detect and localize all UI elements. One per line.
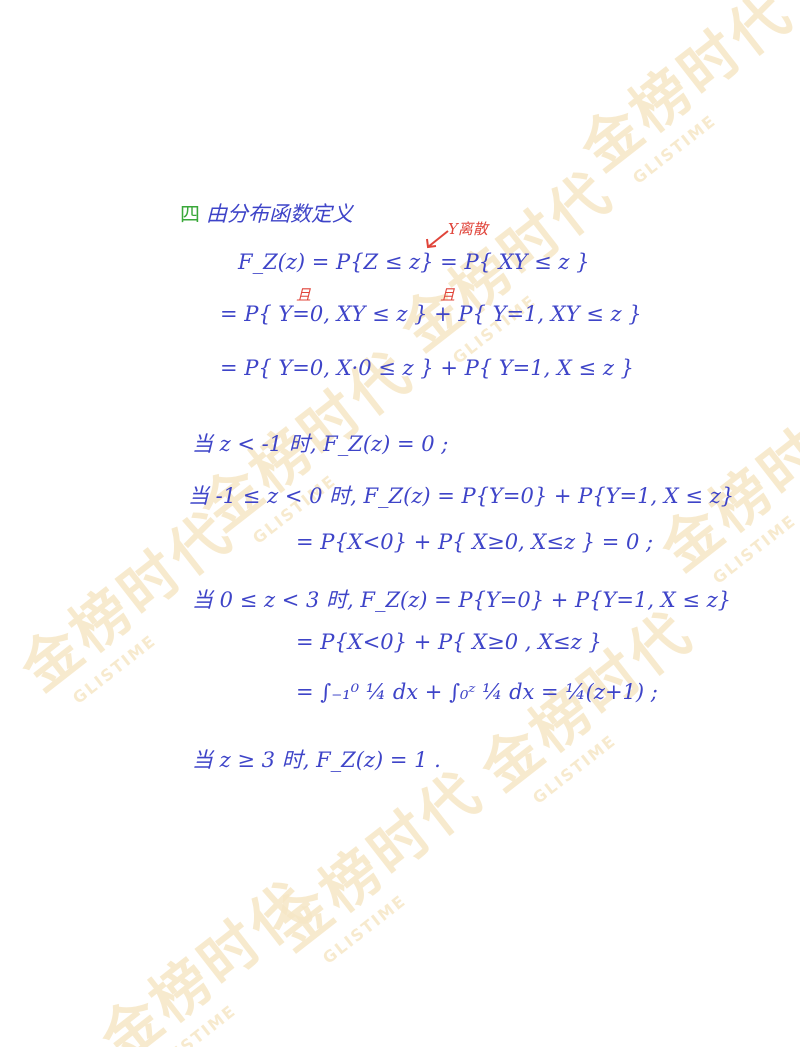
equation-line-2: = P{ Y=0, XY ≤ z } + P{ Y=1, XY ≤ z } (220, 302, 642, 326)
case-3-continued: = P{X<0} + P{ X≥0 , X≤z } (296, 630, 602, 654)
case-2: 当 -1 ≤ z < 0 时, F_Z(z) = P{Y=0} + P{Y=1,… (188, 484, 735, 508)
section-number-icon: 四 (180, 202, 200, 226)
annotation-qie: 且 (296, 286, 312, 304)
annotation-y-discrete: Y离散 (448, 220, 488, 238)
equation-line-1: F_Z(z) = P{Z ≤ z} = P{ XY ≤ z } (238, 250, 590, 274)
case-2-continued: = P{X<0} + P{ X≥0, X≤z } = 0 ; (296, 530, 654, 554)
annotation-arrow-icon (426, 230, 449, 249)
case-1: 当 z < -1 时, F_Z(z) = 0 ; (192, 432, 449, 456)
equation-line-3: = P{ Y=0, X·0 ≤ z } + P{ Y=1, X ≤ z } (220, 356, 634, 380)
case-4: 当 z ≥ 3 时, F_Z(z) = 1 . (192, 748, 441, 772)
case-3-integral: = ∫₋₁⁰ ¼ dx + ∫₀ᶻ ¼ dx = ¼(z+1) ; (296, 680, 658, 704)
case-3: 当 0 ≤ z < 3 时, F_Z(z) = P{Y=0} + P{Y=1, … (192, 588, 732, 612)
solution-heading: 四由分布函数定义 (180, 202, 353, 226)
annotation-qie: 且 (440, 286, 456, 304)
